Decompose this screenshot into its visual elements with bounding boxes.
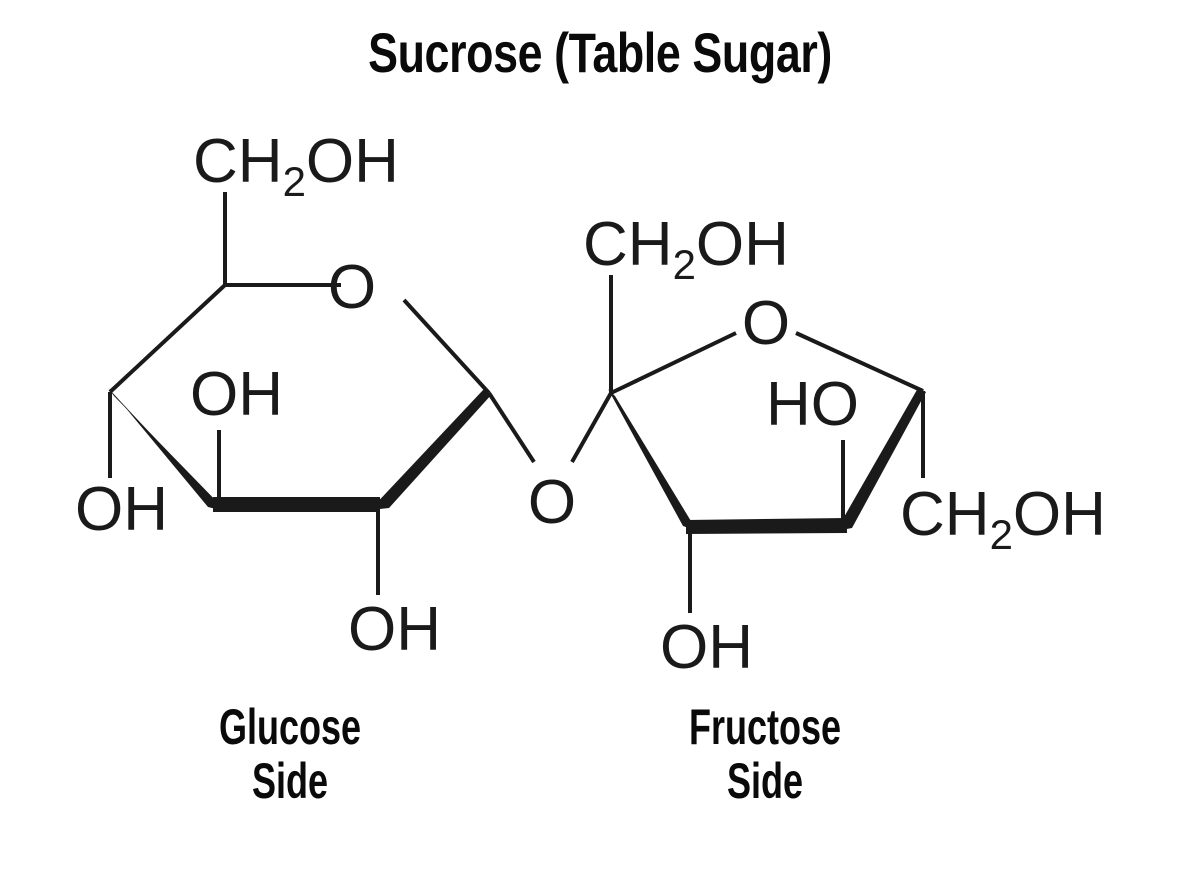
glucose-caption-line2: Side [251, 753, 329, 809]
glucose-oh-inner-label: OH [190, 360, 283, 429]
fructose-caption-line1: Fructose [688, 699, 842, 755]
fructose-ch2oh-top-label: CH2OH [583, 210, 789, 288]
fructose-side-caption: Fructose Side [585, 700, 945, 808]
page-title: Sucrose (Table Sugar) [368, 21, 832, 84]
glucose-oh-bottom-label: OH [348, 595, 441, 664]
glucose-ch2oh-sub: 2 [283, 158, 306, 205]
glucose-caption-line1: Glucose [218, 699, 362, 755]
fructose-wedge-c4-c5 [836, 388, 926, 531]
glucose-ring-group [108, 192, 536, 595]
fructose-oh-bottom-label: OH [660, 613, 753, 682]
fructose-ring-oxygen-label: O [742, 289, 790, 358]
fructose-wedge-c3-c4 [686, 518, 847, 534]
glucose-wedge-c2-c1 [370, 389, 492, 510]
fructose-ch2oh-top-sub: 2 [673, 241, 696, 288]
glucose-ring-oxygen-label: O [328, 253, 376, 322]
fructose-bond-ringo-c5 [795, 331, 924, 393]
fructose-ch2oh-top-head: CH [583, 210, 673, 279]
glucose-bond-ringo-c1 [402, 298, 491, 395]
glucose-ch2oh-tail: OH [306, 127, 399, 196]
glucose-ch2oh-head: CH [193, 127, 283, 196]
fructose-ch2oh-top-tail: OH [696, 210, 789, 279]
fructose-ho-label: HO [766, 370, 859, 439]
fructose-ch2oh-right-sub: 2 [990, 511, 1013, 558]
glucose-oh-left-label: OH [75, 475, 168, 544]
fructose-bond-glycosidic-o-c2 [570, 392, 613, 463]
fructose-caption-line2: Side [726, 753, 804, 809]
fructose-wedge-c2-c3 [608, 389, 697, 531]
fructose-ch2oh-right-label: CH2OH [900, 480, 1106, 558]
glucose-bond-c1-glycosidic-o [487, 391, 536, 464]
fructose-ch2oh-right-tail: OH [1013, 480, 1106, 549]
glucose-bond-c5-c4 [108, 283, 227, 394]
glucose-ch2oh-label: CH2OH [193, 127, 399, 205]
fructose-ring-group [570, 275, 926, 613]
glycosidic-oxygen-label: O [528, 468, 576, 537]
glucose-wedge-c3-c2 [213, 497, 380, 512]
fructose-bond-c2-ringo [610, 331, 737, 395]
glucose-side-caption: Glucose Side [110, 700, 470, 808]
fructose-ch2oh-right-head: CH [900, 480, 990, 549]
